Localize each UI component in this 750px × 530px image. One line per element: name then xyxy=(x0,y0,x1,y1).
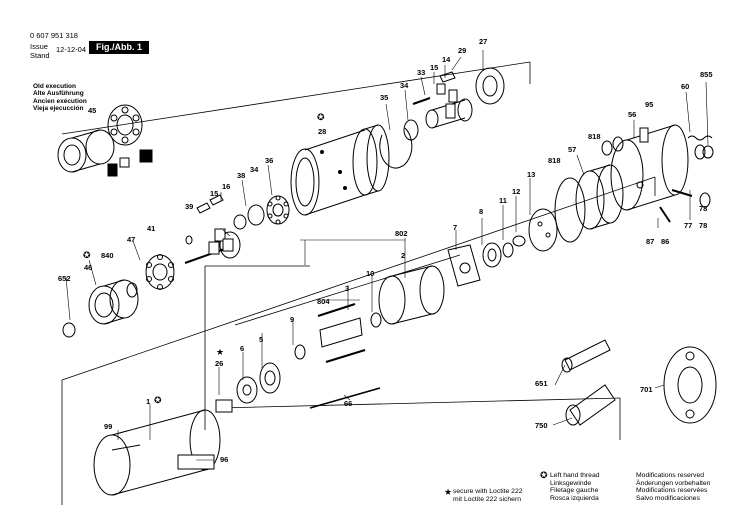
part-labels: 1 2 3 5 6 7 8 9 10 11 12 13 14 15 15 16 … xyxy=(58,37,713,464)
part-label: 15 xyxy=(430,63,438,72)
modifications-es: Salvo modificaciones xyxy=(636,494,700,502)
part-label: 3 xyxy=(345,284,349,293)
part-label: 651 xyxy=(535,379,548,388)
part-label: 804 xyxy=(317,297,330,306)
part-label: 28 xyxy=(318,127,326,136)
part-label: 35 xyxy=(380,93,388,102)
loctite-note: secure with Loctite 222 mit Loctite 222 … xyxy=(453,488,523,503)
part-label: 78 xyxy=(699,221,707,230)
part-label: 34 xyxy=(250,165,259,174)
part-label: 29 xyxy=(458,46,466,55)
lh-thread-es: Rosca izquierda xyxy=(550,494,599,502)
part-label: 16 xyxy=(222,182,230,191)
part-label: 95 xyxy=(645,100,653,109)
modifications-note: Modifications reserved Änderungen vorbeh… xyxy=(636,472,710,502)
part-label: 26 xyxy=(215,359,223,368)
issue-date: 12-12-04 xyxy=(56,45,87,54)
part-label: 13 xyxy=(527,170,535,179)
left-thread-icon: ✪ xyxy=(154,395,162,405)
part-label: 77 xyxy=(684,221,692,230)
part-label: 87 xyxy=(646,237,654,246)
modifications-de: Änderungen vorbehalten xyxy=(636,479,711,487)
loctite-star-icon: ★ xyxy=(444,487,453,497)
old-execution-es: Vieja ejecucción xyxy=(33,105,84,113)
part-label: 802 xyxy=(395,229,408,238)
old-execution-en: Old execution xyxy=(33,83,76,90)
loctite-en: secure with Loctite 222 xyxy=(453,488,523,495)
part-label: 14 xyxy=(442,55,451,64)
old-execution-fr: Ancien exécution xyxy=(33,97,87,105)
part-label: 38 xyxy=(237,171,245,180)
issue-label: Issue xyxy=(30,42,48,51)
part-label: 46 xyxy=(84,263,92,272)
part-label: 11 xyxy=(499,196,507,205)
part-label: 9 xyxy=(290,315,294,324)
housing-parts xyxy=(528,124,714,252)
left-hand-thread-note: Left hand thread Linksgewinde Filetage g… xyxy=(550,472,600,502)
part-label: 27 xyxy=(479,37,487,46)
loctite-de: mit Loctite 222 sichern xyxy=(453,495,522,503)
part-label: 33 xyxy=(417,68,425,77)
part-label: 45 xyxy=(88,106,96,115)
part-label: 39 xyxy=(185,202,193,211)
loctite-star-icon: ★ xyxy=(216,347,225,357)
lh-thread-fr: Filetage gauche xyxy=(550,487,599,495)
leader-lines xyxy=(65,50,709,461)
part-label: 7 xyxy=(453,223,457,232)
frame-lines xyxy=(61,61,656,505)
part-label: 34 xyxy=(400,81,409,90)
part-label: 818 xyxy=(588,132,601,141)
part-label: 56 xyxy=(628,110,636,119)
part-label: 47 xyxy=(127,235,135,244)
part-label: 701 xyxy=(640,385,653,394)
modifications-fr: Modifications reservées xyxy=(636,487,708,495)
stand-label: Stand xyxy=(30,51,50,60)
old-exec-parts xyxy=(57,104,153,177)
part-label: 60 xyxy=(681,82,689,91)
part-label: 57 xyxy=(568,145,576,154)
top-row-parts xyxy=(62,67,505,338)
part-label: 652 xyxy=(58,274,71,283)
left-thread-icon: ✪ xyxy=(540,470,548,480)
part-label: 8 xyxy=(479,207,483,216)
part-label: 855 xyxy=(700,70,713,79)
modifications-en: Modifications reserved xyxy=(636,472,704,479)
figure-label: Fig./Abb. 1 xyxy=(89,41,149,54)
document-number: 0 607 951 318 xyxy=(30,31,78,40)
part-label: 5 xyxy=(259,335,263,344)
lh-thread-de: Linksgewinde xyxy=(550,479,592,487)
part-label: 1 xyxy=(146,397,150,406)
part-label: 750 xyxy=(535,421,548,430)
part-label: 15 xyxy=(210,189,218,198)
part-label: 6 xyxy=(240,344,244,353)
part-label: 78 xyxy=(699,204,707,213)
lh-thread-en: Left hand thread xyxy=(550,472,600,479)
part-label: 86 xyxy=(661,237,669,246)
accessory-parts xyxy=(561,339,717,426)
part-label: 840 xyxy=(101,251,114,260)
part-label: 12 xyxy=(512,187,520,196)
part-label: 36 xyxy=(265,156,273,165)
issue-stand-labels: Issue Stand xyxy=(30,42,50,60)
part-label: 818 xyxy=(548,156,561,165)
part-label: 66 xyxy=(344,399,352,408)
left-thread-icon: ✪ xyxy=(317,112,325,122)
part-label: 99 xyxy=(104,422,112,431)
part-label: 41 xyxy=(147,224,155,233)
motor-parts xyxy=(93,235,526,496)
part-label: 96 xyxy=(220,455,228,464)
part-label: 10 xyxy=(366,269,374,278)
left-thread-icon: ✪ xyxy=(83,250,91,260)
old-execution-note: Old execution Alte Ausführung Ancien exé… xyxy=(33,83,87,113)
part-label: 2 xyxy=(401,251,405,260)
old-execution-de: Alte Ausführung xyxy=(33,90,84,98)
